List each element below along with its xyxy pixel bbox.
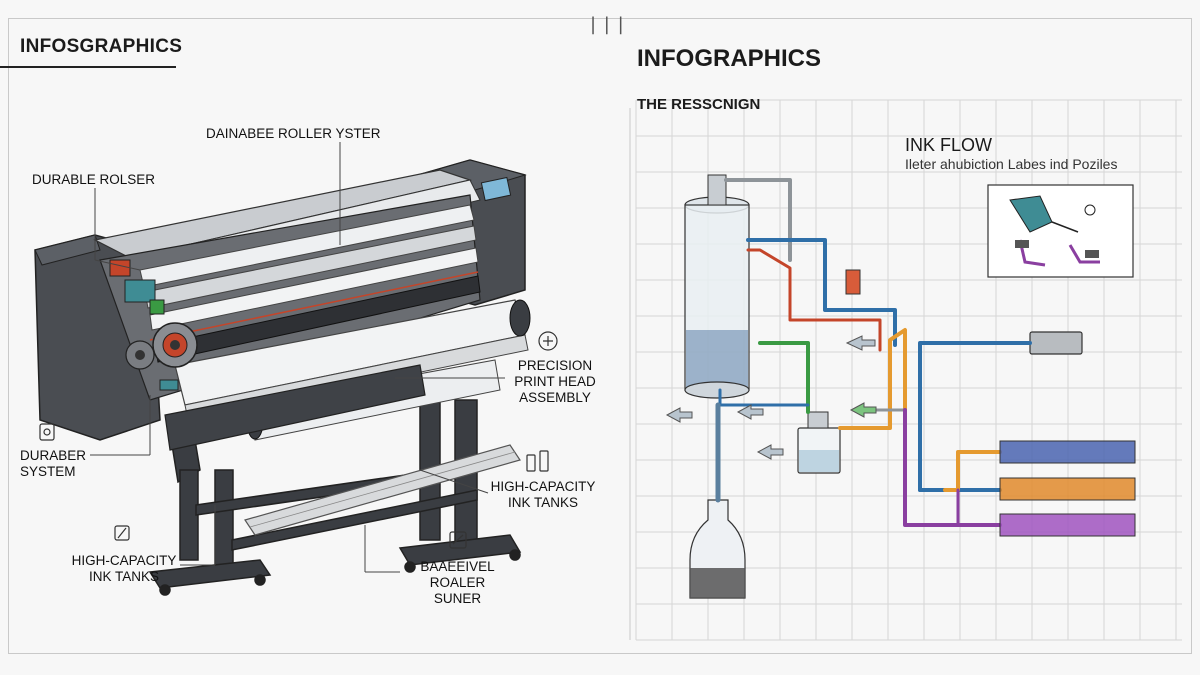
label-durable-system-line2: SYSTEM	[20, 464, 76, 479]
label-roller-bottom-line1: BAAEEIVEL	[420, 559, 495, 574]
label-ink-tanks-left-line2: INK TANKS	[88, 569, 160, 584]
label-ink-tanks-right-line1: HIGH-CAPACITY	[490, 479, 596, 494]
ink-flow-title: INK FLOW	[905, 135, 993, 155]
label-top-roller: DAINABEE ROLLER YSTER	[206, 126, 381, 141]
header-marks: | | |	[590, 14, 625, 35]
gear-mechanism	[109, 259, 198, 391]
right-panel-subtitle: THE RESSCNIGN	[637, 96, 761, 113]
left-panel-title: INFOSGRAPHICS	[20, 36, 183, 57]
label-precision-line1: PRECISION	[517, 358, 593, 373]
label-ink-tanks-right-line2: INK TANKS	[507, 495, 579, 510]
small-ink-jar	[797, 411, 841, 474]
label-precision-line3: ASSEMBLY	[519, 390, 591, 405]
label-durable-roller: DURABLE ROLSER	[32, 172, 156, 187]
title-underline	[0, 66, 176, 68]
ink-flow-subtitle: Ileter ahubiction Labes ind Poziles	[905, 156, 1118, 172]
label-roller-bottom: BAAEEIVEL ROALER SUNER	[405, 559, 510, 607]
label-roller-bottom-line2: ROALER SUNER	[429, 575, 486, 606]
ink-flow-panel	[629, 99, 1182, 641]
label-ink-tanks-right: HIGH-CAPACITY INK TANKS	[488, 479, 598, 511]
nozzle-detail-inset	[987, 184, 1134, 278]
precision-icon	[538, 331, 558, 351]
flow-arrows	[665, 335, 877, 460]
label-durable-system-line1: DURABER	[20, 448, 87, 463]
top-rollers	[139, 204, 481, 363]
durable-system-icon	[39, 423, 55, 441]
ink-tank-icon-left	[114, 525, 130, 541]
ink-reservoir-cylinder	[684, 174, 750, 399]
roller-bottom-icon	[449, 531, 467, 549]
color-ink-tanks	[999, 440, 1136, 537]
label-durable-system: DURABER SYSTEM	[20, 448, 86, 480]
right-panel-title: INFOGRAPHICS	[637, 45, 822, 72]
printer-body	[34, 159, 531, 451]
label-precision-line2: PRINT HEAD	[514, 374, 596, 389]
label-ink-tanks-left: HIGH-CAPACITY INK TANKS	[68, 553, 180, 585]
label-ink-tanks-left-line1: HIGH-CAPACITY	[71, 553, 177, 568]
control-panel-screen	[480, 176, 512, 202]
media-basket	[244, 444, 521, 536]
ink-tank-icon-right	[526, 450, 549, 472]
red-filter	[845, 269, 861, 295]
printer-illustration	[34, 142, 558, 596]
callout-lines	[90, 142, 505, 573]
ink-bottle	[689, 499, 746, 599]
outer-frame	[8, 18, 1192, 654]
ink-pipes	[715, 178, 1032, 527]
label-precision-print-head: PRECISION PRINT HEAD ASSEMBLY	[510, 358, 600, 406]
